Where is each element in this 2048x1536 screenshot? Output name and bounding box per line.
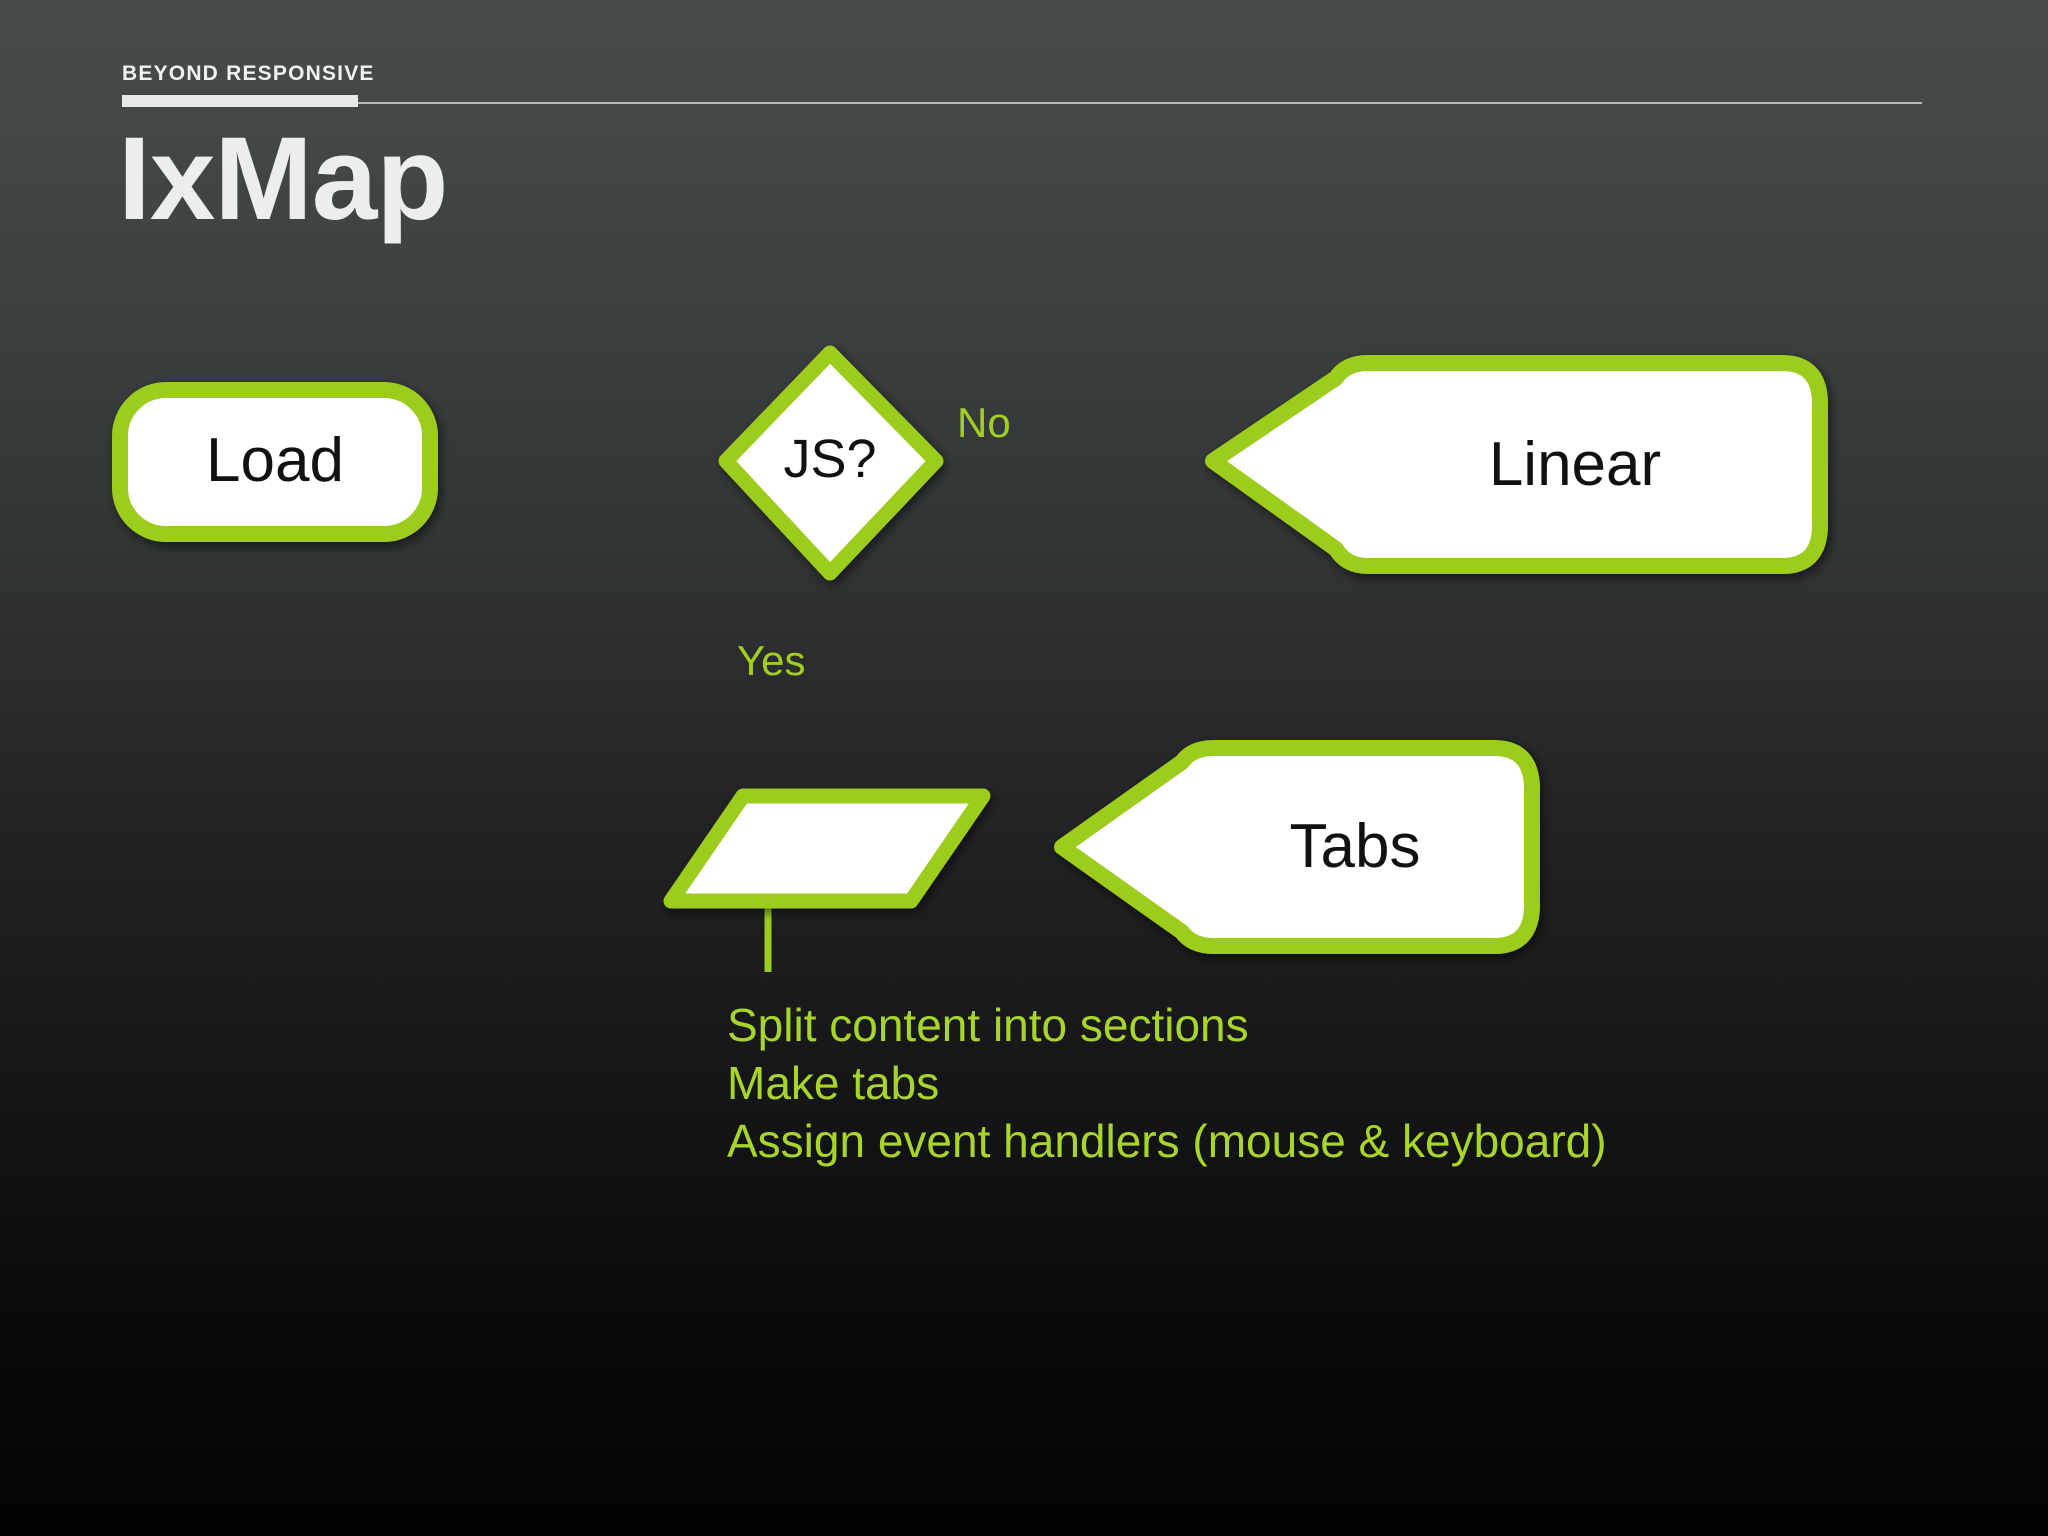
annotation-line-2: Make tabs: [727, 1057, 940, 1109]
node-tabs-callout[interactable]: [1054, 740, 1540, 954]
annotation-line-3: Assign event handlers (mouse & keyboard): [727, 1115, 1607, 1167]
node-label-load: Load: [206, 426, 344, 495]
edge-label-no: No: [957, 399, 1011, 446]
header-rule-thin: [122, 102, 1922, 104]
edge-label-yes: Yes: [737, 637, 806, 684]
page-title: IxMap: [118, 113, 448, 245]
slide-kicker: BEYOND RESPONSIVE: [122, 62, 375, 85]
node-js-decision[interactable]: [718, 345, 944, 581]
annotation-line-1: Split content into sections: [727, 999, 1249, 1051]
node-label-linear: Linear: [1488, 430, 1662, 499]
node-load[interactable]: [112, 382, 438, 542]
node-split-parallelogram[interactable]: [663, 788, 991, 909]
node-linear-callout[interactable]: [1205, 355, 1828, 574]
node-label-js: JS?: [783, 429, 877, 489]
header-rule-thick: [122, 95, 358, 107]
node-label-tabs: Tabs: [1289, 812, 1421, 881]
